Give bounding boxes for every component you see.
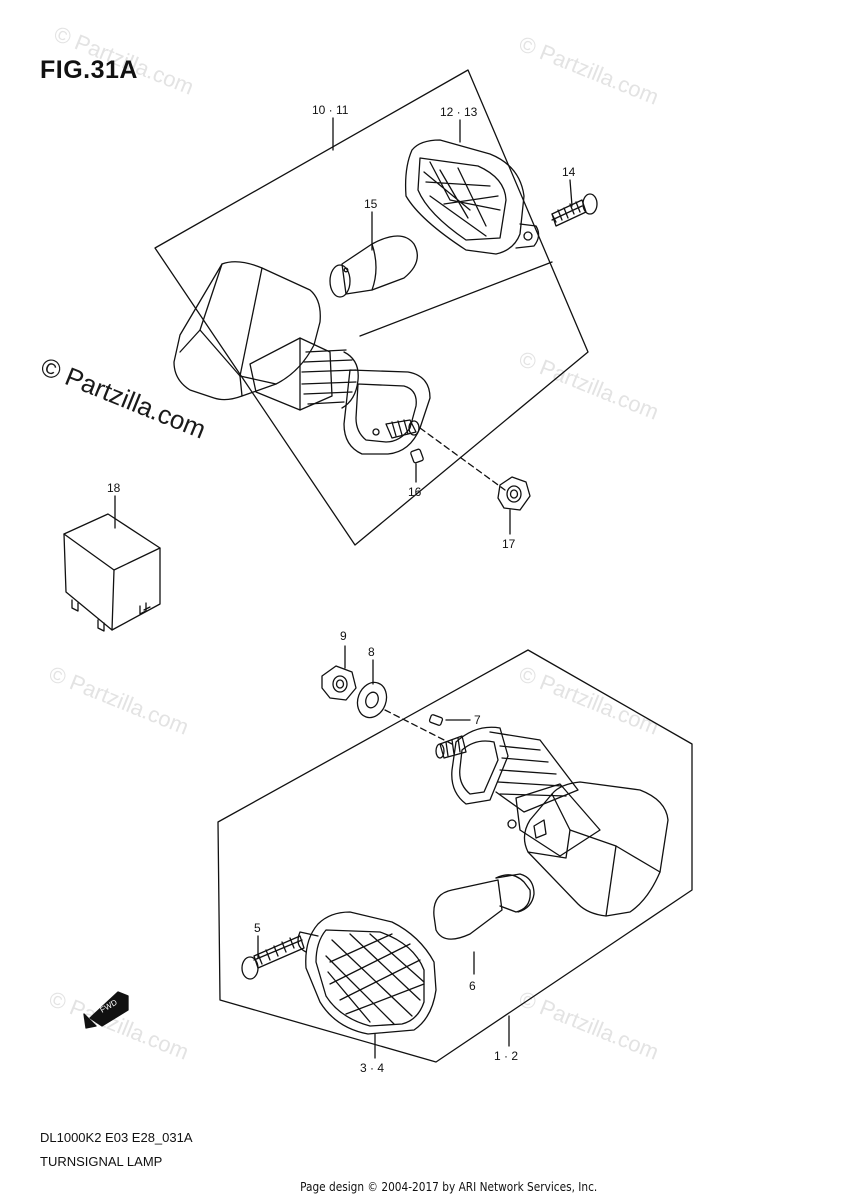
callout-17: 17 <box>502 537 516 551</box>
upper-lens <box>404 139 540 255</box>
callout-9: 9 <box>340 629 347 643</box>
callout-8: 8 <box>368 645 375 659</box>
lower-lens <box>297 911 437 1035</box>
callout-7: 7 <box>474 713 481 727</box>
relay-18 <box>63 513 161 632</box>
callout-3-4: 3 · 4 <box>360 1061 384 1075</box>
screw-14 <box>551 193 598 227</box>
callout-12-13: 12 · 13 <box>440 105 478 119</box>
figure-title: FIG.31A <box>40 56 138 84</box>
assembly-box-lower <box>217 649 693 1063</box>
callout-14: 14 <box>562 165 576 179</box>
diagram-caption: TURNSIGNAL LAMP <box>40 1154 163 1169</box>
pin-7 <box>428 714 444 726</box>
footer-text: Page design © 2004-2017 by ARI Network S… <box>300 1180 598 1194</box>
lower-lamp-housing <box>435 726 669 917</box>
fwd-arrow <box>83 991 129 1029</box>
pin-16 <box>410 448 424 464</box>
screw-5 <box>241 935 305 980</box>
page-footer: Page design © 2004-2017 by ARI Network S… <box>51 1180 798 1194</box>
nut-17 <box>497 476 531 511</box>
callout-5: 5 <box>254 921 261 935</box>
callout-6: 6 <box>469 979 476 993</box>
callout-18: 18 <box>107 481 121 495</box>
washer-8 <box>356 681 388 719</box>
callout-16: 16 <box>408 485 422 499</box>
callout-15: 15 <box>364 197 378 211</box>
assembly-box-upper <box>154 69 589 546</box>
callout-1-2: 1 · 2 <box>494 1049 518 1063</box>
callout-10-11: 10 · 11 <box>312 103 349 117</box>
diagram-code: DL1000K2 E03 E28_031A <box>40 1130 193 1145</box>
bulb-15 <box>329 235 418 298</box>
bulb-6 <box>433 873 535 940</box>
nut-9 <box>321 665 357 701</box>
upper-lamp-housing <box>173 261 431 455</box>
